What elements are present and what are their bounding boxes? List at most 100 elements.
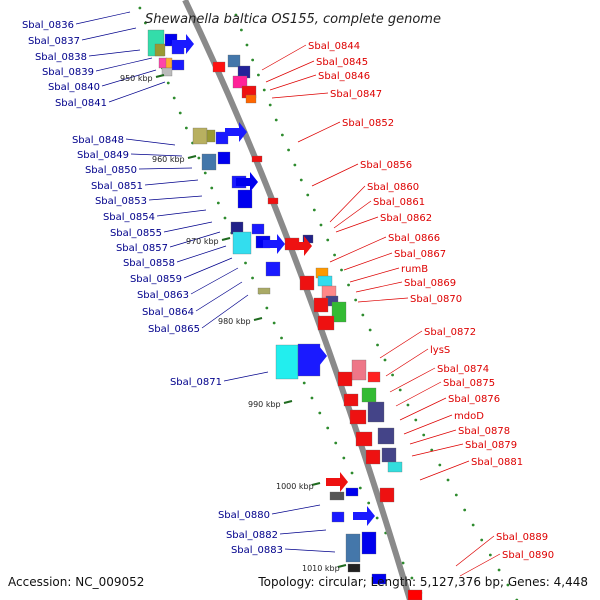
- leader-line: [355, 281, 403, 293]
- gene-feature: [345, 487, 359, 497]
- leader-line: [329, 236, 387, 263]
- gene-feature: [275, 344, 299, 380]
- gene-label-left[interactable]: Sbal_0865: [148, 324, 200, 335]
- gene-label-right[interactable]: Sbal_0870: [410, 294, 462, 305]
- gene-label-right[interactable]: Sbal_0874: [437, 364, 489, 375]
- leader-line: [349, 267, 400, 283]
- gene-label-left[interactable]: Sbal_0838: [35, 52, 87, 63]
- track-dot: [210, 186, 214, 190]
- gene-label-left[interactable]: Sbal_0837: [28, 36, 80, 47]
- gene-feature: [313, 297, 329, 313]
- gene-feature: [317, 275, 333, 287]
- gene-label-right[interactable]: Sbal_0852: [342, 118, 394, 129]
- leader-line: [284, 548, 336, 553]
- accession-text: Accession: NC_009052: [8, 575, 144, 589]
- gene-feature: [217, 151, 231, 165]
- gene-feature: [265, 261, 281, 277]
- track-dot: [347, 283, 350, 287]
- gene-feature: [317, 315, 335, 331]
- track-dot: [172, 96, 176, 100]
- track-dot: [488, 553, 492, 557]
- gene-label-left[interactable]: Sbal_0871: [170, 377, 222, 388]
- gene-label-right[interactable]: rumB: [401, 264, 428, 275]
- gene-label-right[interactable]: Sbal_0889: [496, 532, 548, 543]
- gene-feature: [347, 563, 361, 573]
- gene-label-right[interactable]: Sbal_0867: [394, 249, 446, 260]
- gene-label-right[interactable]: Sbal_0881: [471, 457, 523, 468]
- gene-label-left[interactable]: Sbal_0855: [110, 228, 162, 239]
- gene-label-left[interactable]: Sbal_0840: [48, 82, 100, 93]
- track-dot: [367, 501, 371, 505]
- leader-line: [403, 414, 453, 435]
- leader-line: [169, 231, 221, 248]
- gene-label-right[interactable]: Sbal_0872: [424, 327, 476, 338]
- gene-label-left[interactable]: Sbal_0848: [72, 135, 124, 146]
- gene-label-left[interactable]: Sbal_0849: [77, 150, 129, 161]
- gene-label-left[interactable]: Sbal_0864: [142, 307, 194, 318]
- track-dot: [299, 178, 303, 182]
- track-dot: [333, 253, 336, 257]
- gene-arrow: [326, 472, 348, 492]
- gene-label-right[interactable]: Sbal_0875: [443, 378, 495, 389]
- gene-label-right[interactable]: Sbal_0869: [404, 278, 456, 289]
- track-dot: [376, 343, 379, 347]
- backbone-line: [182, 0, 413, 600]
- track-dot: [310, 396, 314, 400]
- gene-feature: [212, 61, 226, 73]
- leader-line: [81, 27, 137, 41]
- gene-label-left[interactable]: Sbal_0854: [103, 212, 155, 223]
- leader-line: [195, 281, 243, 312]
- gene-label-left[interactable]: Sbal_0851: [91, 181, 143, 192]
- gene-label-right[interactable]: Sbal_0862: [380, 213, 432, 224]
- track-dot: [454, 493, 458, 497]
- leader-line: [138, 167, 193, 170]
- gene-label-left[interactable]: Sbal_0853: [95, 196, 147, 207]
- gene-feature: [377, 427, 395, 445]
- gene-feature: [371, 573, 387, 585]
- gene-label-right[interactable]: Sbal_0846: [318, 71, 370, 82]
- gene-arrow: [236, 172, 258, 192]
- dot-track: [138, 6, 519, 600]
- leader-line: [183, 257, 233, 279]
- gene-label-left[interactable]: Sbal_0839: [42, 67, 94, 78]
- track-dot: [358, 486, 362, 490]
- leader-line: [190, 267, 239, 295]
- gene-label-left[interactable]: Sbal_0858: [123, 258, 175, 269]
- gene-feature: [361, 387, 377, 403]
- gene-label-right[interactable]: Sbal_0866: [388, 233, 440, 244]
- gene-feature: [165, 57, 173, 69]
- leader-line: [261, 44, 307, 71]
- gene-feature: [351, 359, 367, 381]
- gene-label-left[interactable]: Sbal_0863: [137, 290, 189, 301]
- gene-label-right[interactable]: Sbal_0878: [458, 426, 510, 437]
- gene-label-left[interactable]: Sbal_0857: [116, 243, 168, 254]
- gene-label-right[interactable]: Sbal_0879: [465, 440, 517, 451]
- gene-label-right[interactable]: Sbal_0847: [330, 89, 382, 100]
- track-dot: [391, 373, 394, 377]
- gene-label-right[interactable]: Sbal_0856: [360, 160, 412, 171]
- track-dot: [446, 478, 450, 482]
- gene-label-right[interactable]: Sbal_0890: [502, 550, 554, 561]
- gene-label-right[interactable]: Sbal_0861: [373, 197, 425, 208]
- gene-label-left[interactable]: Sbal_0880: [218, 510, 270, 521]
- kbp-label: 1010 kbp: [302, 564, 340, 573]
- gene-label-left[interactable]: Sbal_0883: [231, 545, 283, 556]
- gene-label-right[interactable]: Sbal_0876: [448, 394, 500, 405]
- leader-line: [459, 553, 501, 577]
- gene-label-right[interactable]: lysS: [430, 345, 450, 356]
- gene-feature: [161, 67, 173, 77]
- gene-label-right[interactable]: Sbal_0845: [316, 57, 368, 68]
- gene-label-left[interactable]: Sbal_0841: [55, 98, 107, 109]
- gene-label-left[interactable]: Sbal_0882: [226, 530, 278, 541]
- leader-line: [297, 121, 341, 143]
- gene-feature: [387, 461, 403, 473]
- gene-label-right[interactable]: Sbal_0844: [308, 41, 360, 52]
- gene-feature: [251, 155, 263, 163]
- gene-label-left[interactable]: Sbal_0859: [130, 274, 182, 285]
- gene-label-right[interactable]: Sbal_0860: [367, 182, 419, 193]
- gene-label-left[interactable]: Sbal_0836: [22, 20, 74, 31]
- gene-label-right[interactable]: mdoD: [454, 411, 484, 422]
- gene-feature: [237, 189, 253, 209]
- kbp-label: 960 kbp: [152, 155, 185, 164]
- gene-label-left[interactable]: Sbal_0850: [85, 165, 137, 176]
